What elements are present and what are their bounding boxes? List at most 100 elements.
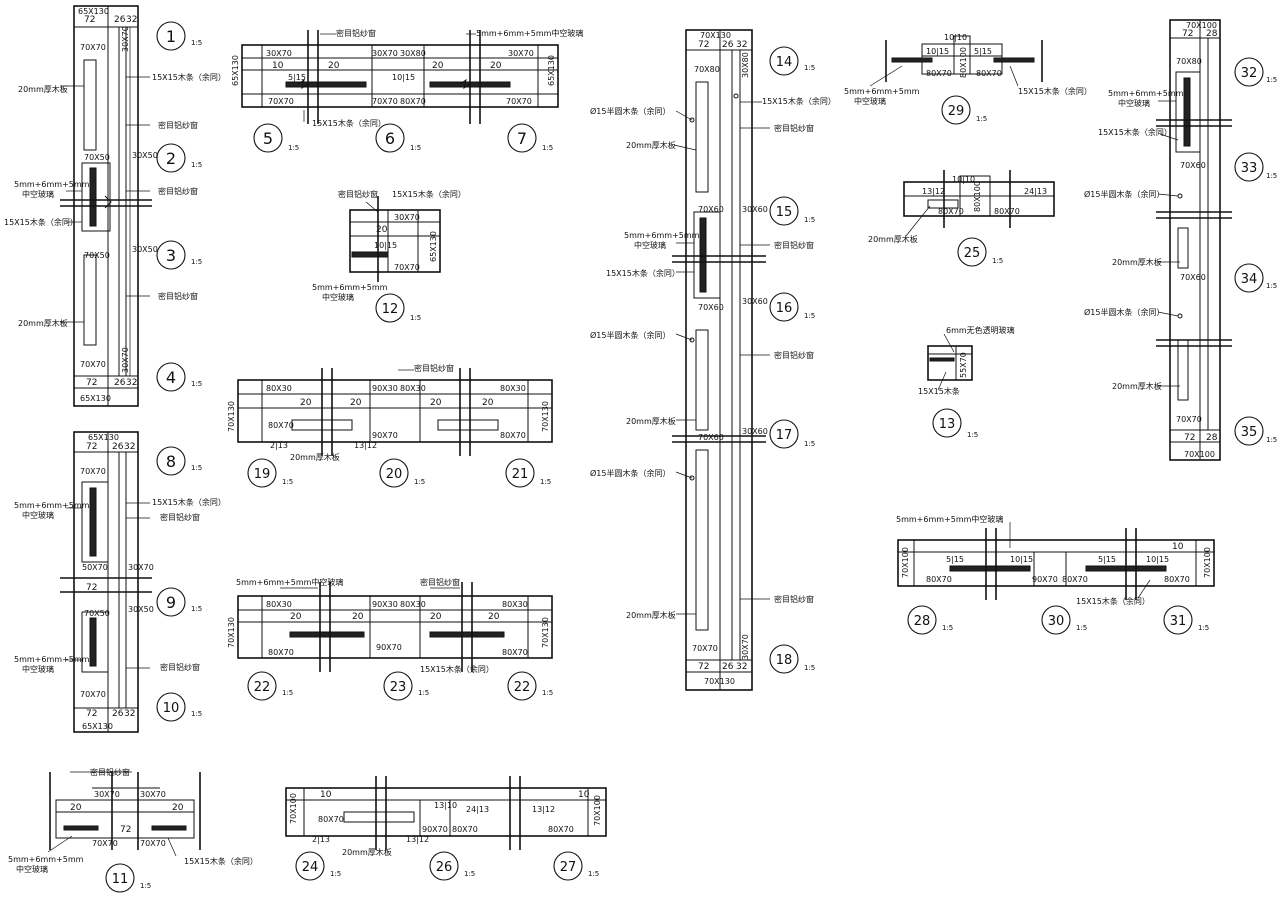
svg-text:1:5: 1:5 [191, 39, 202, 47]
dim-label: 20 [432, 61, 444, 71]
screen-label: 密目铝纱窗 [160, 662, 200, 672]
dim-label: 13|12 [922, 187, 945, 196]
dim-label: 20 [352, 612, 364, 622]
size-label: 70X100 [593, 795, 602, 826]
plan-section-29 [869, 35, 1043, 87]
size-label: 65X130 [547, 55, 556, 86]
size-label: 80X70 [994, 207, 1020, 216]
size-label: 80X70 [268, 648, 294, 657]
size-label: 70X130 [227, 617, 236, 648]
svg-text:1:5: 1:5 [1198, 624, 1209, 632]
dim-label: 28 [1206, 433, 1218, 443]
glass-label: 中空玻璃 [854, 96, 886, 106]
dim-label: 24|13 [466, 805, 489, 814]
callout-12: 121:5 [375, 293, 421, 323]
glass-label: 中空玻璃 [22, 510, 54, 520]
dim-label: 32 [736, 40, 747, 50]
size-label: 30X70 [121, 26, 130, 52]
screen-label: 密目铝纱窗 [774, 350, 814, 360]
size-label: 80X30 [400, 384, 426, 393]
size-label: 55X70 [959, 352, 968, 378]
size-label: 70X100 [901, 547, 910, 578]
glass-label: 5mm+6mm+5mm [624, 231, 700, 240]
size-label: 70X80 [694, 65, 720, 74]
dim-label: 5|15 [288, 73, 306, 82]
svg-text:7: 7 [517, 129, 527, 148]
column-sections-32-35 [1156, 19, 1232, 461]
size-label: 90X30 [372, 600, 398, 609]
dim-label: 13|12 [354, 441, 377, 450]
dim-label: 32 [124, 442, 135, 452]
board-label: 20mm厚木板 [18, 84, 68, 94]
plan-sections-28-31 [897, 522, 1215, 600]
screen-label: 密目铝纱窗 [158, 291, 198, 301]
size-label: 80X70 [502, 648, 528, 657]
svg-text:16: 16 [776, 301, 793, 316]
screen-label: 密目铝纱窗 [338, 189, 378, 199]
size-label: 65X130 [88, 433, 119, 442]
strip-label: 15X15木条（余同） [1018, 86, 1092, 96]
dim-label: 32 [126, 15, 137, 25]
svg-text:2: 2 [166, 149, 176, 168]
size-label: 70X70 [372, 97, 398, 106]
detail-section-13 [927, 333, 973, 391]
glass-label: 中空玻璃 [634, 240, 666, 250]
size-label: 80X70 [938, 207, 964, 216]
svg-text:21: 21 [512, 467, 529, 482]
strip-label: 15X15木条（余同） [1098, 127, 1172, 137]
size-label: 70X130 [541, 617, 550, 648]
svg-text:11: 11 [112, 872, 129, 887]
size-label: 70X80 [1176, 57, 1202, 66]
dim-label: 2|13 [312, 835, 330, 844]
svg-text:34: 34 [1241, 272, 1258, 287]
strip-label: 15X15木条 [918, 386, 960, 396]
size-label: 65X130 [82, 722, 113, 731]
dim-label: 20 [488, 612, 500, 622]
size-label: 90X70 [372, 431, 398, 440]
svg-text:1:5: 1:5 [542, 689, 553, 697]
svg-text:1:5: 1:5 [282, 689, 293, 697]
svg-text:1:5: 1:5 [804, 440, 815, 448]
svg-text:1:5: 1:5 [282, 478, 293, 486]
size-label: 30X50 [132, 151, 158, 160]
dim-label: 28 [1206, 29, 1218, 39]
board-label: 20mm厚木板 [290, 452, 340, 462]
svg-text:1:5: 1:5 [804, 64, 815, 72]
size-label: 80X70 [926, 575, 952, 584]
svg-text:1:5: 1:5 [540, 478, 551, 486]
glass-label: 中空玻璃 [1118, 98, 1150, 108]
svg-text:27: 27 [560, 860, 577, 875]
glass-label: 5mm+6mm+5mm [14, 501, 90, 510]
strip-label: 15X15木条（余同） [184, 856, 258, 866]
dim-label: 10|10 [952, 175, 975, 184]
size-label: 70X70 [394, 263, 420, 272]
svg-text:1:5: 1:5 [967, 431, 978, 439]
column-sections-14-18 [672, 29, 770, 691]
dim-label: 10 [578, 790, 590, 800]
dim-label: 10 [272, 61, 284, 71]
svg-text:30: 30 [1048, 614, 1065, 629]
size-label: 30X50 [128, 605, 154, 614]
svg-text:22: 22 [514, 680, 531, 695]
dim-label: 20 [490, 61, 502, 71]
svg-text:1:5: 1:5 [191, 605, 202, 613]
size-label: 80X70 [400, 97, 426, 106]
dim-label: 20 [300, 398, 312, 408]
size-label: 30X60 [742, 297, 768, 306]
size-label: 65X130 [80, 394, 111, 403]
size-label: 70X70 [1176, 415, 1202, 424]
callout-13: 131:5 [932, 408, 978, 439]
dim-label: 72 [1182, 29, 1193, 39]
svg-text:28: 28 [914, 614, 931, 629]
callout-22b: 22 1:5 [507, 671, 553, 701]
size-label: 30X60 [742, 427, 768, 436]
glass-inline-label: 5mm+6mm+5mm中空玻璃 [476, 28, 583, 38]
